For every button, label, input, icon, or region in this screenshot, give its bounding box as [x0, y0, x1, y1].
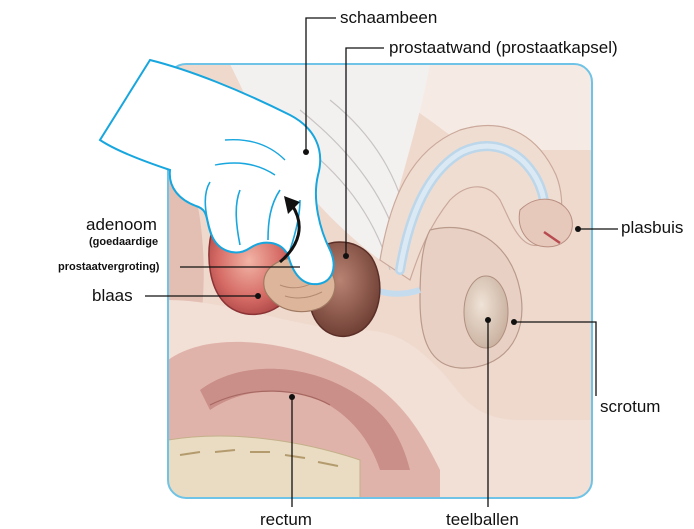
- label-adenoma-note-1: (goedaardige: [89, 236, 158, 249]
- label-pubic-bone: schaambeen: [340, 9, 437, 26]
- label-scrotum: scrotum: [600, 398, 660, 415]
- label-prostate-wall: prostaatwand (prostaatkapsel): [389, 39, 618, 56]
- label-adenoma: adenoom: [86, 216, 157, 233]
- label-rectum: rectum: [260, 511, 312, 528]
- label-adenoma-note-2: prostaatvergroting): [58, 261, 159, 274]
- label-testicles: teelballen: [446, 511, 519, 528]
- label-bladder: blaas: [92, 287, 133, 304]
- label-urethra: plasbuis: [621, 219, 683, 236]
